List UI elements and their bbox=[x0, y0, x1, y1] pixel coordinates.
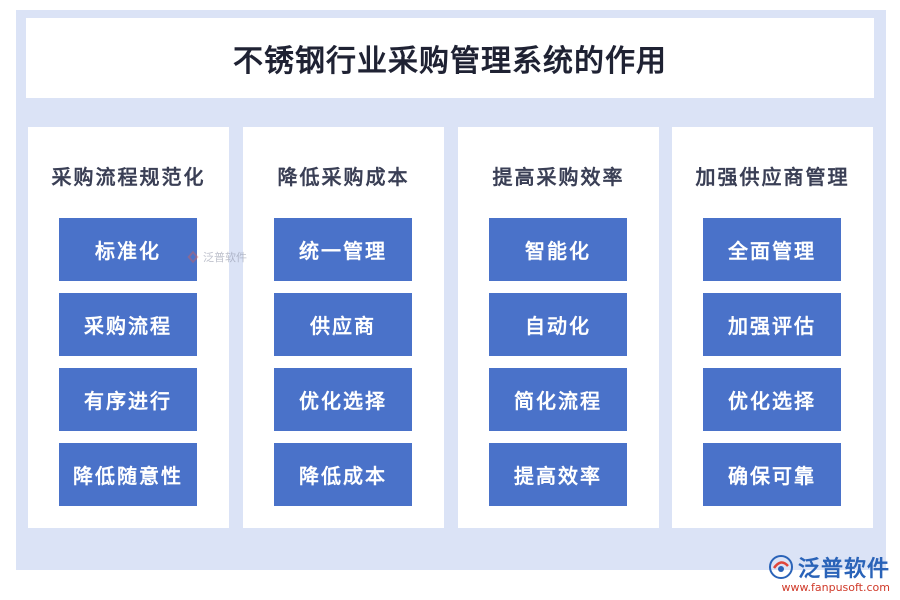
column-heading: 降低采购成本 bbox=[277, 165, 410, 189]
column-supplier-management: 加强供应商管理 全面管理 加强评估 优化选择 确保可靠 bbox=[672, 127, 873, 528]
item-box: 确保可靠 bbox=[703, 443, 841, 506]
item-box: 智能化 bbox=[489, 218, 627, 281]
fanpu-logo-icon bbox=[768, 555, 793, 579]
column-reduce-cost: 降低采购成本 统一管理 供应商 优化选择 降低成本 bbox=[243, 127, 444, 528]
item-box: 标准化 bbox=[59, 218, 197, 281]
diagram-title: 不锈钢行业采购管理系统的作用 bbox=[233, 44, 667, 79]
item-box: 加强评估 bbox=[703, 293, 841, 356]
title-box: 不锈钢行业采购管理系统的作用 bbox=[26, 18, 874, 98]
item-box: 有序进行 bbox=[59, 368, 197, 431]
item-box: 优化选择 bbox=[274, 368, 412, 431]
column-process-standardization: 采购流程规范化 标准化 采购流程 有序进行 降低随意性 bbox=[28, 127, 229, 528]
item-box: 降低成本 bbox=[274, 443, 412, 506]
brand-logo: 泛普软件 www.fanpusoft.com bbox=[768, 551, 890, 594]
brand-name: 泛普软件 bbox=[797, 557, 890, 582]
item-box: 统一管理 bbox=[274, 218, 412, 281]
item-box: 全面管理 bbox=[703, 218, 841, 281]
item-box: 供应商 bbox=[274, 293, 412, 356]
fanpu-logo-icon bbox=[187, 250, 199, 264]
item-box: 优化选择 bbox=[703, 368, 841, 431]
column-heading: 采购流程规范化 bbox=[51, 165, 206, 189]
item-box: 采购流程 bbox=[59, 293, 197, 356]
brand-url: www.fanpusoft.com bbox=[781, 581, 890, 594]
item-box: 降低随意性 bbox=[59, 443, 197, 506]
watermark-text: 泛普软件 bbox=[203, 251, 247, 264]
column-improve-efficiency: 提高采购效率 智能化 自动化 简化流程 提高效率 bbox=[458, 127, 659, 528]
column-heading: 加强供应商管理 bbox=[695, 165, 850, 189]
item-box: 简化流程 bbox=[489, 368, 627, 431]
item-box: 自动化 bbox=[489, 293, 627, 356]
item-box: 提高效率 bbox=[489, 443, 627, 506]
column-heading: 提高采购效率 bbox=[492, 165, 625, 189]
watermark: 泛普软件 bbox=[186, 249, 247, 265]
